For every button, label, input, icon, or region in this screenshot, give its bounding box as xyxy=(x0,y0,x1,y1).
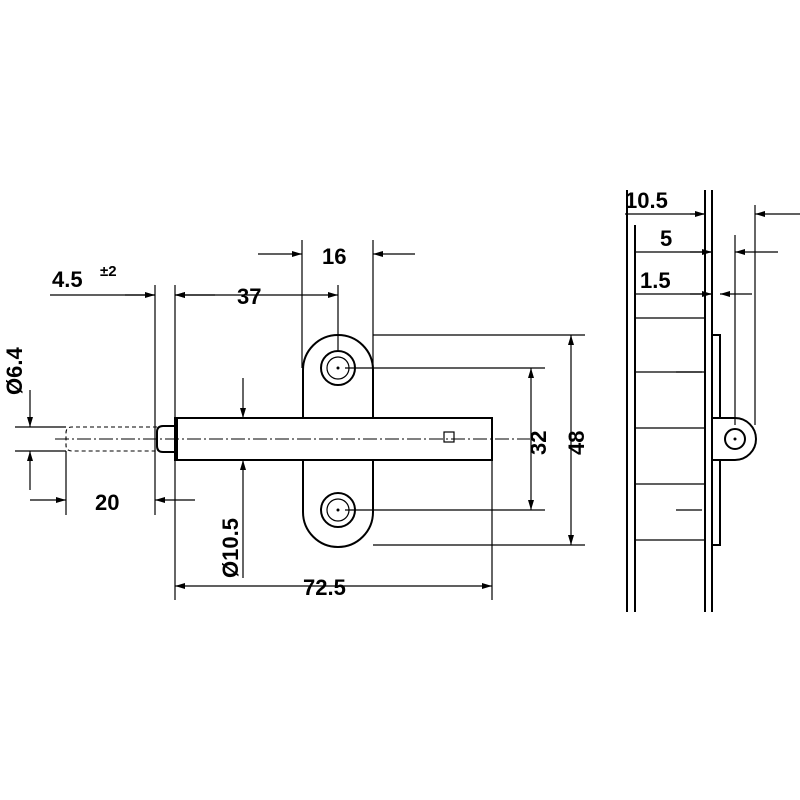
front-view xyxy=(55,334,530,548)
front-dimensions: 4.5 ±2 37 16 Ø6.4 20 Ø10.5 72.5 32 48 xyxy=(2,240,589,600)
dim-tolerance-sup: ±2 xyxy=(100,263,117,280)
body-marker xyxy=(443,431,455,443)
dim-plate-height: 48 xyxy=(564,431,589,455)
side-dimensions: 10.5 5 1.5 xyxy=(625,188,800,425)
dim-side-mid: 5 xyxy=(660,226,672,251)
panel-divisions xyxy=(635,317,705,541)
dim-plate-offset: 37 xyxy=(237,284,261,309)
dim-hole-spacing: 32 xyxy=(526,431,551,455)
dim-body-diameter: Ø10.5 xyxy=(218,518,243,578)
dim-pin-length: 20 xyxy=(95,490,119,515)
dim-plate-width: 16 xyxy=(322,244,346,269)
dim-total-length: 72.5 xyxy=(303,575,346,600)
side-view xyxy=(626,190,757,612)
dim-pin-diameter: Ø6.4 xyxy=(2,347,27,395)
dim-side-width: 10.5 xyxy=(625,188,668,213)
dim-tolerance-base: 4.5 xyxy=(52,267,83,292)
side-barrel-hole xyxy=(724,428,746,450)
dim-side-small: 1.5 xyxy=(640,268,671,293)
